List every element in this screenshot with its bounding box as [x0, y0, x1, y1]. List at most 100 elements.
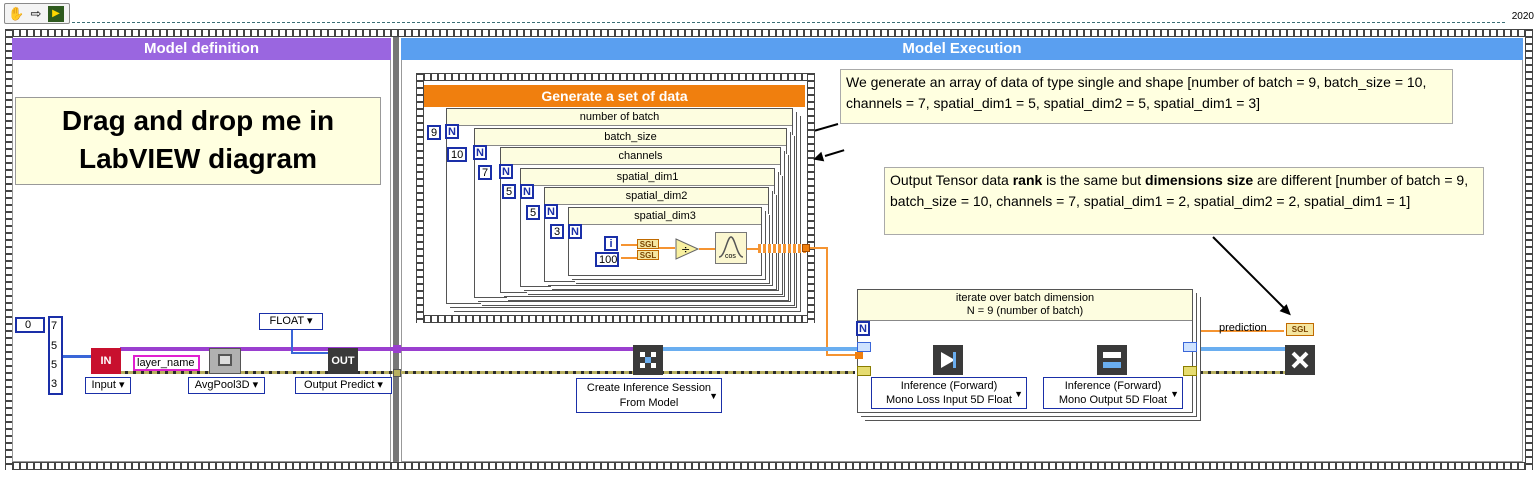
n-constant-batch-size[interactable]: 10 — [447, 147, 467, 162]
release-session-vi[interactable] — [1285, 345, 1315, 375]
input-tunnel — [855, 352, 863, 359]
wire-error-cluster — [120, 371, 400, 374]
shift-register-left — [857, 366, 871, 376]
wire-session — [1195, 347, 1290, 351]
wire-error-cluster — [400, 371, 855, 374]
comment-text: are different [number of batch = 9, batc… — [890, 172, 1469, 209]
n-constant-spatial-dim3[interactable]: 3 — [550, 224, 564, 239]
wire — [826, 247, 828, 355]
version-label: 2020 — [1511, 11, 1534, 22]
generate-data-title: Generate a set of data — [424, 85, 805, 107]
to-sgl-node[interactable]: SGL — [637, 239, 659, 249]
loop-label: spatial_dim1 — [521, 169, 774, 186]
sequence-border-right — [1525, 29, 1533, 470]
tunnel — [393, 369, 401, 377]
n-constant-spatial-dim2[interactable]: 5 — [526, 205, 540, 220]
constant-100[interactable]: 100 — [595, 252, 619, 267]
create-session-select[interactable]: Create Inference Session From Model ▼ — [576, 378, 722, 413]
loop-label: channels — [501, 148, 780, 165]
separator-line — [72, 22, 1505, 23]
loop-label: spatial_dim2 — [545, 188, 768, 205]
avgpool-vi[interactable] — [209, 348, 241, 374]
wire-session — [660, 347, 860, 351]
wire-model-ref — [120, 347, 400, 351]
comment-output-shape: Output Tensor data rank is the same but … — [884, 167, 1484, 235]
execution-frame — [401, 60, 1523, 462]
labview-vi-icon[interactable]: ▶ — [48, 6, 64, 22]
comment-bold-dims: dimensions size — [1145, 172, 1254, 188]
n-terminal: N — [544, 204, 558, 219]
n-constant-spatial-dim1[interactable]: 5 — [502, 184, 516, 199]
inference-loss-vi[interactable] — [933, 345, 963, 375]
wire — [621, 257, 637, 259]
cos-label: cos — [725, 253, 736, 260]
n-constant-batch[interactable]: 9 — [427, 125, 441, 140]
wire — [659, 247, 675, 249]
cosine-icon[interactable]: cos — [715, 232, 747, 264]
tunnel-stack — [758, 244, 806, 253]
comment-input-shape: We generate an array of data of type sin… — [840, 69, 1453, 124]
frame-title-definition: Model definition — [12, 38, 391, 60]
input-layer-vi[interactable]: IN — [91, 348, 121, 374]
array-element[interactable]: 7 — [51, 320, 58, 332]
inference1-line1: Inference (Forward) — [900, 380, 998, 392]
gen-sequence-bottom — [416, 315, 815, 323]
comment-bold-rank: rank — [1012, 172, 1043, 188]
divide-icon[interactable]: ÷ — [675, 238, 700, 260]
shift-register-right — [1183, 342, 1197, 352]
output-layer-vi[interactable]: OUT — [328, 348, 358, 374]
wire — [699, 248, 715, 250]
step-arrow-icon[interactable]: ⇨ — [30, 6, 42, 21]
n-constant-channels[interactable]: 7 — [478, 165, 492, 180]
arrow-spacer — [822, 128, 824, 130]
inference2-line2: Mono Output 5D Float — [1058, 394, 1168, 406]
layer-name-constant[interactable]: layer_name — [133, 355, 200, 371]
array-element[interactable]: 3 — [51, 378, 58, 390]
inference1-line2: Mono Loss Input 5D Float — [886, 394, 1012, 406]
layer-icon — [218, 354, 232, 366]
array-index[interactable]: 0 — [15, 317, 45, 333]
chevron-down-icon: ▼ — [709, 391, 718, 401]
wire — [826, 354, 860, 356]
n-terminal: N — [499, 164, 513, 179]
avgpool-select[interactable]: AvgPool3D — [188, 377, 265, 394]
loop-label: spatial_dim3 — [569, 208, 761, 225]
iterate-label: iterate over batch dimension N = 9 (numb… — [858, 290, 1192, 321]
inference-output-vi[interactable] — [1097, 345, 1127, 375]
loop-label: number of batch — [447, 109, 792, 126]
inference-loss-select[interactable]: Inference (Forward) Mono Loss Input 5D F… — [871, 377, 1027, 409]
shift-register-left — [857, 342, 871, 352]
wire — [291, 330, 293, 353]
shift-register-right — [1183, 366, 1197, 376]
iterate-line1: iterate over batch dimension — [955, 292, 1095, 304]
n-terminal: N — [445, 124, 459, 139]
output-select[interactable]: Output Predict — [295, 377, 392, 394]
wire — [62, 355, 94, 358]
iterate-line2: N = 9 (number of batch) — [966, 305, 1084, 317]
toolbar: ✋ ⇨ ▶ — [4, 3, 70, 24]
wire — [1196, 330, 1198, 354]
input-select[interactable]: Input — [85, 377, 131, 394]
drag-note-line1: Drag and drop me in — [61, 105, 335, 136]
array-element[interactable]: 5 — [51, 340, 58, 352]
array-element[interactable]: 5 — [51, 359, 58, 371]
hand-icon[interactable]: ✋ — [8, 6, 25, 21]
n-terminal: N — [856, 321, 870, 336]
prediction-indicator[interactable]: SGL — [1286, 323, 1314, 336]
wire-error-cluster — [1195, 371, 1290, 374]
inference2-line1: Inference (Forward) — [1064, 380, 1162, 392]
gen-sequence-left — [416, 73, 424, 323]
comment-text: Output Tensor data — [890, 172, 1013, 188]
create-session-vi[interactable] — [633, 345, 663, 375]
loop-label: batch_size — [475, 129, 786, 146]
output-tunnel — [802, 244, 810, 252]
float-select[interactable]: FLOAT — [259, 313, 323, 330]
n-terminal: N — [568, 224, 582, 239]
svg-text:÷: ÷ — [681, 243, 690, 256]
array-constant: 7 5 5 3 — [48, 316, 63, 395]
session-line2: From Model — [619, 397, 679, 409]
inference-output-select[interactable]: Inference (Forward) Mono Output 5D Float… — [1043, 377, 1183, 409]
drag-note-line2: LabVIEW diagram — [78, 143, 318, 174]
frame-divider — [393, 37, 399, 462]
to-sgl-node[interactable]: SGL — [637, 250, 659, 260]
